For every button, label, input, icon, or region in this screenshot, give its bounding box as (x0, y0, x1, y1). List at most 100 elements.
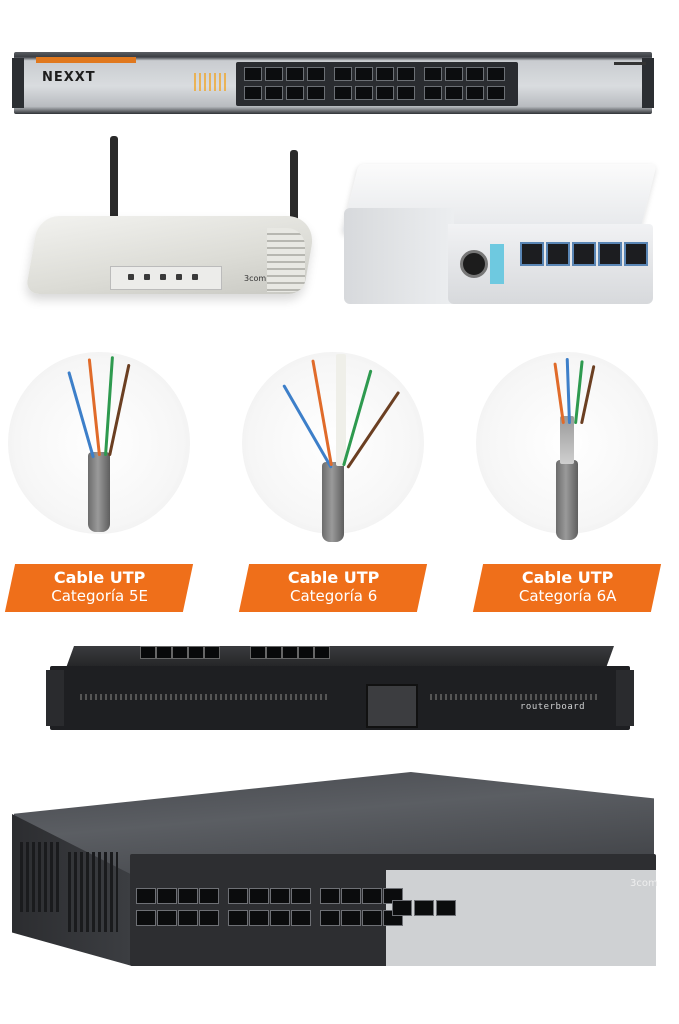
label-cat6a: Cable UTP Categoría 6A (472, 564, 662, 612)
ethernet-port (314, 646, 330, 659)
ethernet-port (520, 242, 544, 266)
label-title: Cable UTP (287, 568, 380, 587)
vent-row (430, 694, 600, 700)
ethernet-port (282, 646, 298, 659)
label-category: Categoría 5E (51, 587, 149, 605)
router-led (160, 274, 166, 280)
router-led-panel (110, 266, 222, 290)
3com-logo: 3com (244, 274, 267, 283)
ethernet-port (445, 86, 463, 100)
ethernet-port (487, 67, 505, 81)
ethernet-port (572, 242, 596, 266)
router-led (144, 274, 150, 280)
ethernet-port (199, 888, 219, 904)
ethernet-port (188, 646, 204, 659)
router-led (128, 274, 134, 280)
ethernet-port (424, 86, 442, 100)
ethernet-port (157, 910, 177, 926)
wire-blue (565, 357, 571, 425)
routerboard-logo: routerboard (520, 702, 586, 712)
ethernet-port (291, 888, 311, 904)
ethernet-port (228, 910, 248, 926)
cable-jacket (88, 452, 110, 532)
antenna-left (110, 136, 118, 222)
ethernet-port (244, 86, 262, 100)
ethernet-port (250, 646, 266, 659)
ethernet-port (204, 646, 220, 659)
router-led (176, 274, 182, 280)
ethernet-port (466, 86, 484, 100)
ethernet-port (445, 67, 463, 81)
label-title: Cable UTP (53, 568, 146, 587)
ethernet-port (199, 910, 219, 926)
ethernet-port (376, 67, 394, 81)
ethernet-port (362, 888, 382, 904)
ethernet-port (249, 888, 269, 904)
ethernet-port (270, 888, 290, 904)
ethernet-port (178, 910, 198, 926)
wireless-router-image: 3com (25, 136, 317, 311)
ethernet-port (156, 646, 172, 659)
mikrotik-hex-router-image (341, 164, 657, 309)
wire-orange (553, 362, 565, 425)
ethernet-port (136, 888, 156, 904)
ethernet-port (392, 900, 412, 916)
antenna-right (290, 150, 298, 234)
label-cat6: Cable UTP Categoría 6 (238, 564, 428, 612)
ethernet-port (244, 67, 262, 81)
ethernet-port (140, 646, 156, 659)
ethernet-port (320, 910, 340, 926)
ethernet-port (298, 646, 314, 659)
cable-cat5e-image (8, 352, 190, 534)
side-vent (20, 842, 60, 912)
label-category: Categoría 6A (518, 587, 617, 605)
model-label (614, 62, 646, 65)
orange-model-strip (36, 57, 136, 63)
ethernet-port (178, 888, 198, 904)
info-panel (386, 870, 656, 966)
ethernet-port (286, 67, 304, 81)
ethernet-port (265, 67, 283, 81)
ethernet-port (341, 910, 361, 926)
ethernet-port (355, 86, 373, 100)
port-block (236, 62, 518, 106)
3com-logo: 3com (630, 878, 658, 889)
ethernet-port (624, 242, 648, 266)
cable-cat6a-image (476, 352, 658, 540)
label-cat5e: Cable UTP Categoría 5E (4, 564, 194, 612)
power-jack (460, 250, 488, 278)
ethernet-port (320, 888, 340, 904)
cable-cat6-image (242, 352, 424, 542)
ethernet-port (424, 67, 442, 81)
ethernet-port (598, 242, 622, 266)
nexxt-logo: NEXXT (42, 70, 96, 85)
ethernet-port (157, 888, 177, 904)
ethernet-port (546, 242, 570, 266)
ethernet-port (334, 86, 352, 100)
ethernet-port (270, 910, 290, 926)
lcd-screen (366, 684, 418, 728)
ethernet-port (266, 646, 282, 659)
router-vents (267, 228, 305, 292)
ethernet-port (307, 86, 325, 100)
ethernet-port (487, 86, 505, 100)
ethernet-port (376, 86, 394, 100)
ethernet-port (362, 910, 382, 926)
ethernet-port (334, 67, 352, 81)
3com-switch-image: 3com (12, 772, 660, 972)
ethernet-port (355, 67, 373, 81)
router-led (192, 274, 198, 280)
ethernet-port (307, 67, 325, 81)
spline-separator (336, 354, 346, 466)
cable-jacket (556, 460, 578, 540)
ethernet-port (436, 900, 456, 916)
foil-shield (560, 416, 574, 464)
status-leds (194, 73, 228, 91)
mikrotik-rack-router-image: routerboard (46, 646, 634, 734)
ethernet-port (286, 86, 304, 100)
ethernet-port (172, 646, 188, 659)
rack-ear-left (46, 670, 64, 726)
ethernet-port (466, 67, 484, 81)
ethernet-port (397, 86, 415, 100)
nexxt-switch-image: NEXXT (12, 48, 654, 120)
